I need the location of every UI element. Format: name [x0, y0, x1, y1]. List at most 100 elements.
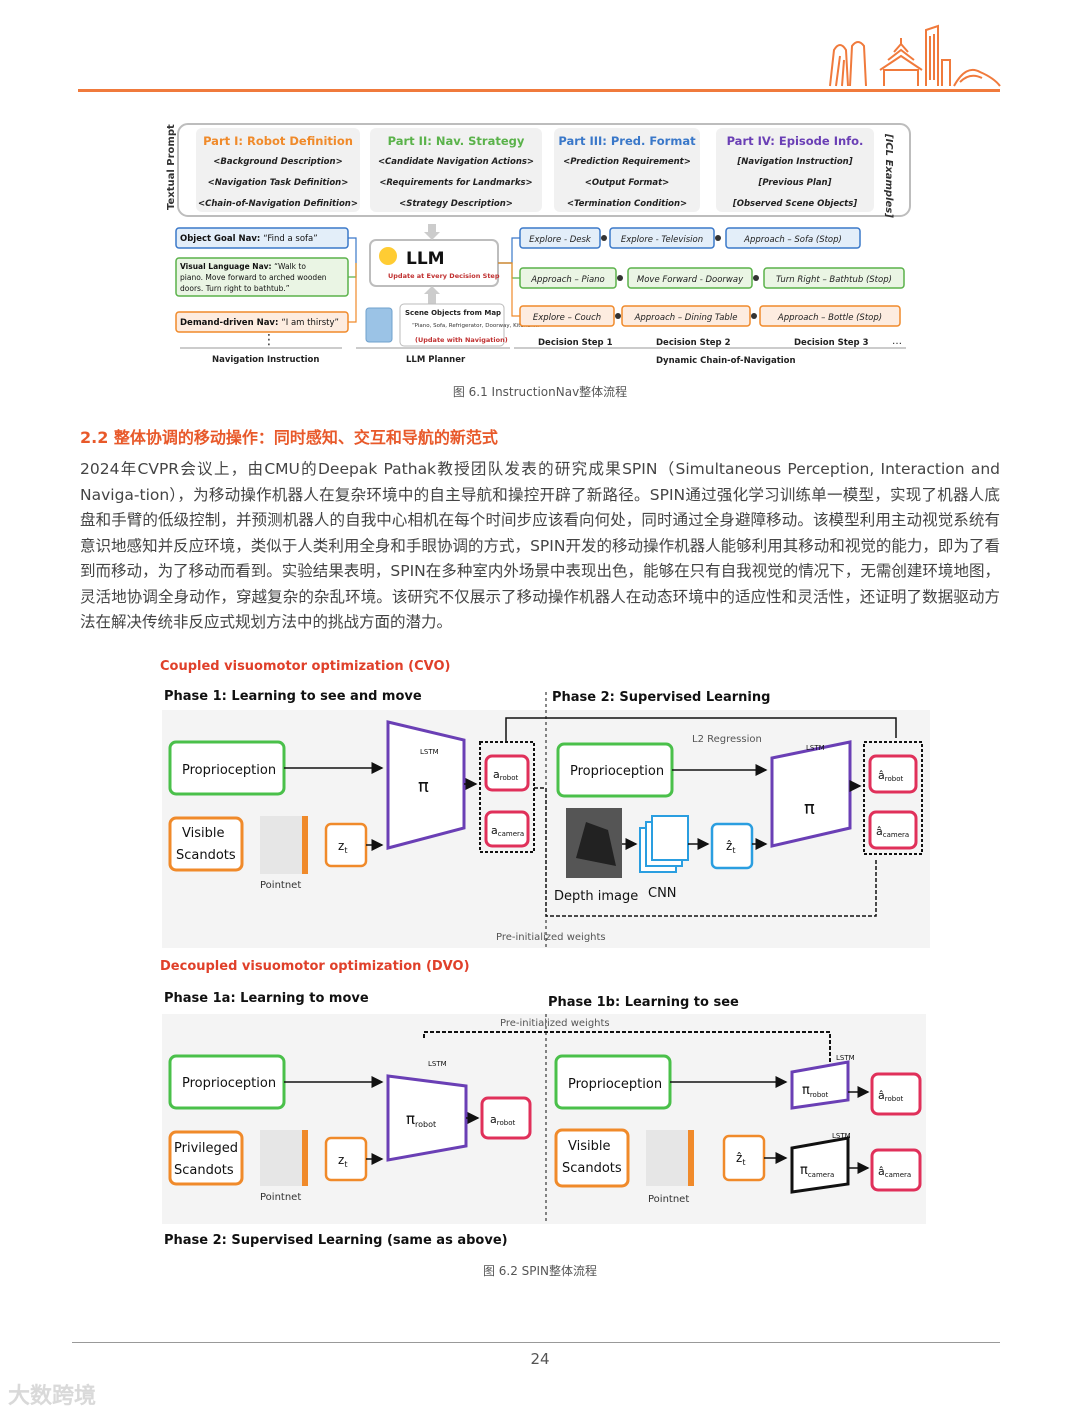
llm-planner-label: LLM Planner [406, 355, 466, 365]
pointnet-icon [260, 816, 302, 874]
chain-step: Approach – Bottle (Stop) [777, 313, 882, 323]
dvo-visible-b: Scandots [562, 1161, 622, 1176]
part-title-3: Part III: Pred. Format [558, 134, 696, 148]
cvo-proprioception-2: Proprioception [570, 764, 664, 779]
cvo-visible-1b: Scandots [176, 848, 236, 863]
dynamic-chain-label: Dynamic Chain-of-Navigation [656, 356, 796, 366]
page-number: 24 [530, 1350, 550, 1368]
link-icon [753, 275, 759, 281]
link-icon [715, 235, 721, 241]
svg-text:ârobot: ârobot [878, 1089, 903, 1103]
header-rule [78, 89, 1000, 92]
preinit-2: Pre-initialized weights [500, 1018, 610, 1029]
scene-text: “Piano, Sofa, Refrigerator, Doorway, Kit… [412, 323, 542, 329]
cvo-title: Coupled visuomotor optimization (CVO) [160, 659, 451, 674]
link-icon [751, 313, 757, 319]
phase2-same-label: Phase 2: Supervised Learning (same as ab… [164, 1233, 508, 1248]
depth-label: Depth image [554, 889, 638, 904]
l2-label: L2 Regression [692, 734, 762, 745]
zhat-label: ẑ [726, 839, 732, 853]
ellipsis: … [892, 336, 902, 347]
spin-figure: Coupled visuomotor optimization (CVO) Ph… [160, 659, 930, 1248]
body-paragraph: 2024年CVPR会议上，由CMU的Deepak Pathak教授团队发表的研究… [80, 460, 1000, 631]
svg-text:arobot: arobot [490, 1113, 515, 1127]
scene-title: Scene Objects from Map [405, 309, 501, 317]
cvo-proprioception-1: Proprioception [182, 763, 276, 778]
chain-step: Approach – Piano [530, 275, 605, 285]
svg-text:ẑt: ẑt [726, 839, 735, 855]
svg-text:πrobot: πrobot [802, 1083, 829, 1099]
lstm-2: LSTM [806, 744, 825, 752]
svg-text:πcamera: πcamera [800, 1163, 834, 1179]
part-line: [Navigation Instruction] [736, 157, 852, 167]
link-icon [617, 275, 623, 281]
beijing-landmarks-logo [829, 24, 1001, 87]
part-title-4: Part IV: Episode Info. [727, 134, 864, 148]
pi-label-1: π [418, 776, 429, 797]
figure1-caption: 图 6.1 InstructionNav整体流程 [452, 385, 628, 399]
part-title-2: Part II: Nav. Strategy [388, 134, 525, 148]
part-line: <Requirements for Landmarks> [379, 178, 532, 188]
lstm-4: LSTM [836, 1054, 855, 1062]
chain-step: Explore - Desk [529, 235, 592, 245]
dvo-proprioception-2: Proprioception [568, 1077, 662, 1092]
map-icon [365, 307, 393, 343]
nav-instruction-label: Navigation Instruction [212, 355, 319, 365]
phase2-label: Phase 2: Supervised Learning [552, 690, 770, 705]
cvo-visible-1a: Visible [182, 826, 224, 841]
svg-text:zt: zt [338, 839, 347, 855]
vdots: ⋮ [262, 332, 276, 348]
link-icon [601, 235, 607, 241]
textual-prompt-label: Textual Prompt [166, 124, 177, 210]
instruction-3: Demand-driven Nav: “I am thirsty” [180, 318, 339, 328]
chain-step: Approach – Dining Table [634, 313, 738, 323]
lstm-1: LSTM [420, 748, 439, 756]
lstm-5: LSTM [832, 1132, 851, 1140]
dvo-pointnet-1: Pointnet [260, 1192, 301, 1203]
dvo-visible-a: Visible [568, 1139, 610, 1154]
svg-text:πrobot: πrobot [406, 1110, 436, 1129]
chain-step: Explore – Couch [533, 313, 601, 323]
llm-label: LLM [406, 249, 445, 269]
cvo-pointnet-1: Pointnet [260, 880, 301, 891]
part-line: [Observed Scene Objects] [732, 199, 857, 209]
part-line: <Output Format> [585, 178, 670, 188]
footer-rule [72, 1342, 1000, 1343]
svg-text:âcamera: âcamera [878, 1165, 911, 1179]
part-line: <Chain-of-Navigation Definition> [198, 199, 358, 209]
scene-update: (Update with Navigation) [415, 336, 508, 344]
thinking-face-icon [379, 247, 397, 265]
dvo-title: Decoupled visuomotor optimization (DVO) [160, 959, 470, 974]
instructionnav-figure: Textual Prompt [ICL Examples] Part I: Ro… [166, 123, 911, 366]
part-line: [Previous Plan] [758, 178, 832, 188]
phase1a-label: Phase 1a: Learning to move [164, 991, 369, 1006]
chain-step: Turn Right – Bathtub (Stop) [776, 275, 892, 285]
dvo-privileged-a: Privileged [174, 1141, 238, 1156]
section-title: 2.2 整体协调的移动操作：同时感知、交互和导航的新范式 [80, 428, 498, 447]
part-line: <Background Description> [213, 157, 342, 167]
phase1b-label: Phase 1b: Learning to see [548, 995, 739, 1010]
svg-text:arobot: arobot [493, 768, 518, 782]
figure2-caption: 图 6.2 SPIN整体流程 [482, 1264, 598, 1278]
svg-text:ẑt: ẑt [736, 1151, 745, 1167]
chain-step: Move Forward - Doorway [637, 275, 744, 285]
part-line: <Navigation Task Definition> [208, 178, 349, 188]
decision-step-3: Decision Step 3 [794, 338, 869, 348]
part-line: <Prediction Requirement> [563, 157, 691, 167]
svg-text:acamera: acamera [491, 824, 524, 838]
svg-text:âcamera: âcamera [876, 825, 909, 839]
phase1-label: Phase 1: Learning to see and move [164, 689, 422, 704]
svg-text:zt: zt [338, 1153, 347, 1169]
cnn-label: CNN [648, 886, 677, 901]
pi-label-2: π [804, 798, 815, 819]
dvo-pointnet-2: Pointnet [648, 1194, 689, 1205]
part-line: <Candidate Navigation Actions> [378, 157, 534, 167]
chain-step: Approach – Sofa (Stop) [743, 235, 842, 245]
part-title-1: Part I: Robot Definition [203, 134, 353, 148]
decision-step-1: Decision Step 1 [538, 338, 613, 348]
cnn-icon [651, 815, 689, 861]
preinit-1: Pre-initialized weights [496, 932, 606, 943]
part-line: <Termination Condition> [567, 199, 687, 209]
watermark: 大数跨境 [8, 1384, 97, 1409]
lstm-3: LSTM [428, 1060, 447, 1068]
